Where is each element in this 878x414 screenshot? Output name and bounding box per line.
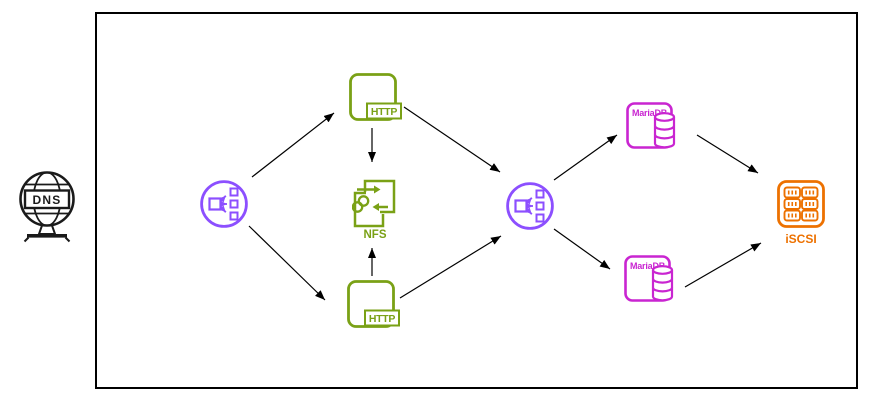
diagram-border-box — [95, 12, 858, 389]
dns-label: DNS — [33, 193, 62, 207]
nfs-share-icon — [352, 179, 396, 228]
node-load-balancer-1 — [199, 179, 249, 229]
load-balancer-icon — [200, 180, 248, 228]
iscsi-storage-icon — [777, 180, 825, 228]
node-nfs — [352, 176, 398, 228]
mariadb-label: MariaDB — [632, 108, 668, 118]
node-dns: DNS — [17, 169, 77, 245]
node-mariadb-1: MariaDB — [626, 102, 678, 150]
http-label: HTTP — [369, 313, 396, 325]
node-http-server-1: HTTP — [349, 73, 403, 121]
mariadb-label: MariaDB — [630, 261, 666, 271]
http-server-icon: HTTP — [349, 73, 402, 121]
mariadb-database-icon: MariaDB — [626, 102, 676, 149]
dns-globe-icon: DNS — [19, 171, 75, 243]
http-label: HTTP — [371, 106, 398, 118]
node-load-balancer-2 — [505, 181, 555, 231]
node-http-server-2: HTTP — [347, 280, 401, 328]
iscsi-label: iSCSI — [785, 232, 817, 246]
load-balancer-icon — [506, 182, 554, 230]
nfs-label: NFS — [363, 229, 387, 241]
mariadb-database-icon: MariaDB — [624, 255, 674, 302]
node-mariadb-2: MariaDB — [624, 255, 676, 303]
http-server-icon: HTTP — [347, 280, 400, 328]
node-iscsi — [777, 180, 825, 228]
